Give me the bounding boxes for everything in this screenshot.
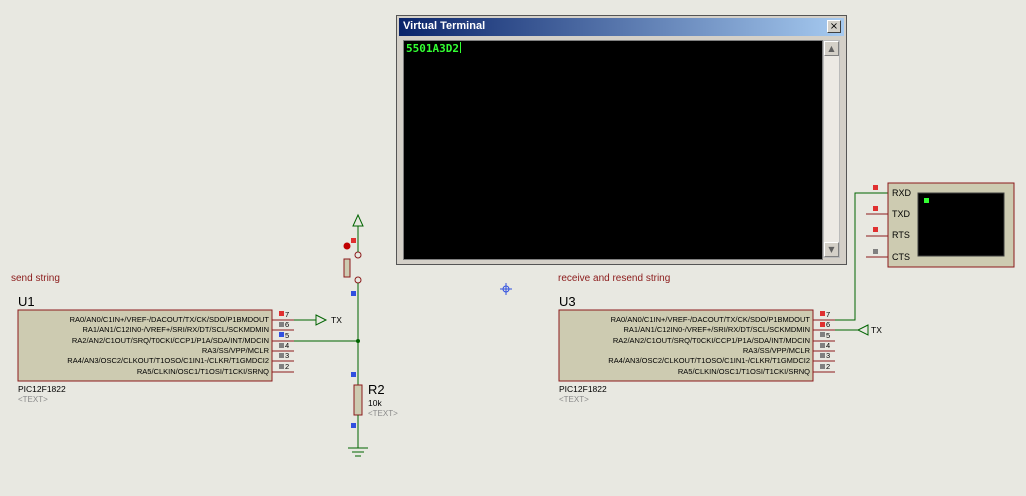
- u3-pin-number: 7: [826, 310, 831, 319]
- u3-body[interactable]: [558, 309, 814, 382]
- vt-output-text: 5501A3D2: [406, 42, 459, 55]
- u3-text-placeholder: <TEXT>: [559, 395, 589, 404]
- u1-group-label: send string: [11, 273, 60, 284]
- scroll-up-icon[interactable]: ▲: [824, 41, 839, 56]
- u3-to-rxd-wire[interactable]: [835, 192, 888, 321]
- u1-text-placeholder: <TEXT>: [18, 395, 48, 404]
- u3-pin-number: 3: [826, 351, 831, 360]
- u3-pin-number: 5: [826, 331, 831, 340]
- u3-pin-label: RA4/AN3/OSC2/CLKOUT/T1OSO/C1IN1-/CLKR/T1…: [608, 356, 810, 365]
- ground-symbol[interactable]: [348, 447, 368, 457]
- u3-pin-label: RA5/CLKIN/OSC1/T1OSI/T1CKI/SRNQ: [677, 367, 810, 376]
- u1-pin-stubs: [272, 319, 294, 373]
- r2-text-placeholder: <TEXT>: [368, 409, 398, 418]
- vt-scrollbar[interactable]: ▲ ▼: [823, 40, 840, 258]
- origin-marker: [500, 283, 512, 295]
- u1-tx-terminal[interactable]: [315, 314, 328, 326]
- u1-pin-label: RA5/CLKIN/OSC1/T1OSI/T1CKI/SRNQ: [136, 367, 269, 376]
- vt-title: Virtual Terminal: [403, 20, 486, 32]
- scroll-down-icon[interactable]: ▼: [824, 242, 839, 257]
- r2-value: 10k: [368, 398, 382, 408]
- u3-pin-label: RA1/AN1/C12IN0-/VREF+/SRI/RX/DT/SCL/SCKM…: [623, 325, 810, 334]
- u1-pin-markers: [279, 311, 284, 369]
- vt-titlebar[interactable]: Virtual Terminal ×: [399, 18, 844, 36]
- u3-pin-stubs: [813, 319, 835, 373]
- u1-part: PIC12F1822: [18, 384, 66, 394]
- r2-ref: R2: [368, 382, 385, 397]
- u1-pin-label: RA2/AN2/C1OUT/SRQ/T0CKI/CCP1/P1A/SDA/INT…: [71, 336, 269, 345]
- u3-ref: U3: [559, 294, 576, 309]
- u1-pin-label: RA4/AN3/OSC2/CLKOUT/T1OSO/C1IN1-/CLKR/T1…: [67, 356, 269, 365]
- u1-pin-number: 5: [285, 331, 290, 340]
- u1-pin-label: RA0/AN0/C1IN+/VREF-/DACOUT/TX/CK/SDO/P1B…: [69, 315, 269, 324]
- u1-body[interactable]: [17, 309, 273, 382]
- push-button-indicator: [343, 242, 351, 250]
- u3-pin-label: RA3/SS/VPP/MCLR: [742, 346, 810, 355]
- button-contact-top: [354, 251, 362, 259]
- vt-pin-stubs: [866, 213, 888, 258]
- text-cursor: [459, 42, 461, 53]
- u3-pin-markers: [820, 311, 825, 369]
- u3-group-label: receive and resend string: [558, 273, 671, 284]
- virtual-terminal-window[interactable]: Virtual Terminal × 5501A3D2 ▲ ▼: [396, 15, 847, 265]
- u3-pin-label: RA2/AN2/C1OUT/SRQ/T0CKI/CCP1/P1A/SDA/INT…: [612, 336, 810, 345]
- power-terminal[interactable]: [352, 213, 364, 227]
- u1-pin-label: RA1/AN1/C12IN0-/VREF+/SRI/RX/DT/SCL/SCKM…: [82, 325, 269, 334]
- vt-pin-label: CTS: [892, 252, 910, 262]
- u1-ref: U1: [18, 294, 35, 309]
- u3-tx-terminal[interactable]: [856, 324, 869, 336]
- close-icon[interactable]: ×: [827, 20, 841, 33]
- vt-component-screen: [917, 192, 1005, 257]
- u3-tx-terminal-label: TX: [871, 325, 882, 335]
- u1-pin-label: RA3/SS/VPP/MCLR: [201, 346, 269, 355]
- vt-output-area[interactable]: 5501A3D2: [403, 40, 823, 260]
- push-button[interactable]: [343, 258, 351, 278]
- vt-pin-markers: [873, 185, 878, 254]
- u1-pin-number: 6: [285, 320, 290, 329]
- vt-pin-label: RTS: [892, 230, 910, 240]
- button-contact-bottom: [354, 276, 362, 284]
- vt-component-cursor: [924, 198, 929, 203]
- u1-pin-number: 4: [285, 341, 290, 350]
- u3-pin-number: 4: [826, 341, 831, 350]
- u1-pin-number: 3: [285, 351, 290, 360]
- u3-pin-label: RA0/AN0/C1IN+/VREF-/DACOUT/TX/CK/SDO/P1B…: [610, 315, 810, 324]
- u3-pin-number: 6: [826, 320, 831, 329]
- vt-pin-label: TXD: [892, 209, 910, 219]
- power-pin-marker: [351, 238, 356, 243]
- u1-pin-number: 7: [285, 310, 290, 319]
- u1-tx-terminal-label: TX: [331, 315, 342, 325]
- u3-part: PIC12F1822: [559, 384, 607, 394]
- u3-pin-number: 2: [826, 362, 831, 371]
- vt-pin-label: RXD: [892, 188, 912, 198]
- vt-output-line: 5501A3D2: [406, 42, 461, 55]
- resistor-r2-body[interactable]: [353, 384, 363, 416]
- u1-pin-number: 2: [285, 362, 290, 371]
